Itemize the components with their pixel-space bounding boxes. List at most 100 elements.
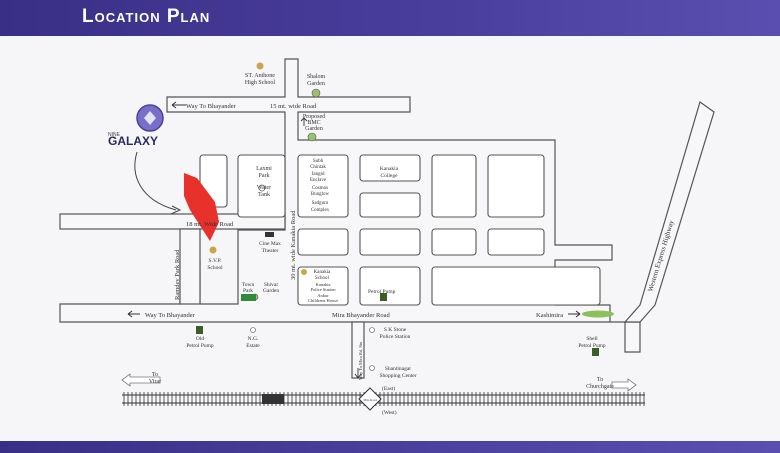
ng-estate-icon	[250, 327, 256, 333]
shalom-garden-icon	[311, 88, 321, 98]
road-ramdev	[179, 228, 201, 305]
label-st-anthony-1: ST. Anthone	[245, 73, 275, 79]
label-kpolice-1: Kanakia	[316, 282, 331, 287]
label-sk-1: S K Stone	[384, 327, 407, 333]
petrol-pump-icon	[380, 293, 387, 301]
galaxy-logo-star	[144, 111, 156, 125]
arrow-down-station	[354, 368, 362, 379]
label-kschool-2: School	[315, 276, 330, 281]
label-cosmos-1: Cosmos	[312, 186, 328, 191]
kashimira-oval	[582, 310, 614, 318]
road-label-ramdev: Ramdev Park Road	[174, 249, 181, 300]
virar-arrow	[121, 373, 161, 387]
label-townpark-2: Park	[243, 288, 253, 294]
label-ankur-1: Ankur	[317, 293, 329, 298]
label-oldpp-2: Petrol Pump	[186, 343, 214, 349]
plot-pointer-arrow	[170, 205, 182, 215]
label-bmc-2: BMC	[307, 120, 320, 126]
galaxy-plot	[184, 173, 219, 241]
label-petrol-pump: Petrol Pump	[368, 289, 396, 295]
label-shell-2: Petrol Pump	[578, 343, 606, 349]
label-jangid-1: Jangid	[311, 172, 325, 177]
label-cinemax-1: Cine Max	[259, 241, 281, 247]
label-ng-2: Estate	[246, 343, 260, 349]
road-label-mira-stn: Way To Mira Rd. Stn	[358, 341, 363, 380]
theater-icon	[265, 232, 274, 237]
label-shalom-2: Garden	[307, 81, 325, 87]
road-label-18mt: 18 mt. Wide Road	[186, 221, 234, 228]
label-kpolice-2: Police Station	[310, 287, 336, 292]
kanakia-school-icon	[301, 269, 307, 275]
churchgate-arrow	[611, 378, 637, 392]
label-subh-1: Subh	[313, 159, 324, 164]
town-park-icon	[241, 294, 256, 301]
label-st-anthony-2: High School	[245, 80, 276, 86]
school-icon	[256, 62, 264, 70]
label-shivar-1: Shivar	[264, 282, 279, 288]
label-bmc-1: Proposed	[303, 114, 325, 120]
road-label-15mt: 15 mt. wide Road	[270, 103, 317, 110]
label-bmc-3: Garden	[305, 126, 323, 132]
label-cosmos-2: Bunglow	[311, 192, 330, 197]
label-station: Mira Road	[364, 398, 377, 402]
label-sadguru-1: Sadguru	[312, 201, 329, 206]
train-icon	[262, 394, 284, 404]
arrow-left-top	[171, 101, 186, 109]
label-water-1: Water	[257, 185, 271, 191]
water-tank-icon	[258, 184, 266, 192]
header-banner: Location Plan	[0, 0, 780, 36]
location-map: NINE GALAXY Way To Bhayander 15 mt. wide…	[0, 36, 780, 441]
road-label-mira-bhayander: Mira Bhayander Road	[332, 312, 391, 319]
shantinagar-icon	[369, 365, 375, 371]
label-ankur-2: Childrens House	[308, 298, 338, 303]
label-subh-2: Chintak	[310, 165, 326, 170]
label-kcollege-2: College	[380, 173, 398, 179]
road-18mt	[59, 213, 286, 230]
label-shivar-2: Garden	[263, 288, 279, 294]
arrow-right-kashimira	[568, 310, 581, 318]
logo-name: GALAXY	[108, 134, 158, 148]
label-shalom-1: Shalom	[307, 74, 326, 80]
railway-track	[122, 387, 645, 411]
footer-band	[0, 441, 780, 453]
old-petrol-pump-icon	[196, 326, 203, 334]
label-virar-1: To	[152, 372, 158, 378]
label-church-2: Churchgate	[586, 384, 614, 390]
plot-pointer	[134, 151, 177, 211]
label-kcollege-1: Kanakia	[380, 166, 399, 172]
road-label-kanakia: 30 mt. wide Kanakia Road	[290, 210, 297, 280]
label-west: (West)	[382, 409, 397, 416]
shell-petrol-pump-icon	[592, 348, 599, 356]
label-svp-1: S.V.P.	[209, 258, 223, 264]
label-shell-1: Shell	[586, 336, 598, 342]
labels: Way To Bhayander 15 mt. wide Road 18 mt.…	[145, 73, 676, 416]
label-sadguru-2: Complex	[311, 208, 330, 213]
label-ng-1: N.G.	[248, 336, 259, 342]
label-laxmi-2: Park	[259, 173, 270, 179]
label-jangid-2: Enclave	[310, 178, 327, 183]
label-sk-2: Police Station	[380, 334, 411, 340]
label-svp-2: School	[207, 265, 223, 271]
label-laxmi-1: Laxmi	[256, 166, 272, 172]
label-kschool-1: Kanakia	[314, 270, 331, 275]
western-express-highway	[623, 101, 715, 323]
svp-school-icon	[209, 246, 217, 254]
label-shanti-1: Shantinagar	[385, 366, 411, 372]
label-cinemax-2: Theater	[262, 248, 279, 254]
sk-stone-icon	[369, 327, 375, 333]
label-shanti-2: Shopping Center	[379, 373, 416, 379]
road-label-way-bhayander-bottom: Way To Bhayander	[145, 312, 196, 319]
station-marker	[358, 387, 382, 411]
label-water-2: Tank	[258, 192, 270, 198]
arrow-left-bottom	[127, 310, 140, 318]
label-east: (East)	[382, 385, 395, 392]
label-church-1: To	[597, 377, 603, 383]
road-label-way-bhayander-top: Way To Bhayander	[186, 103, 237, 110]
road-label-kashimira: Kashimira	[536, 312, 563, 319]
label-townpark-1: Town	[242, 282, 255, 288]
bmc-garden-icon	[307, 132, 317, 142]
page-title: Location Plan	[82, 6, 211, 27]
arrow-up-bmc	[300, 117, 308, 126]
logo-prefix: NINE	[108, 132, 121, 138]
label-oldpp-1: Old	[196, 336, 205, 342]
